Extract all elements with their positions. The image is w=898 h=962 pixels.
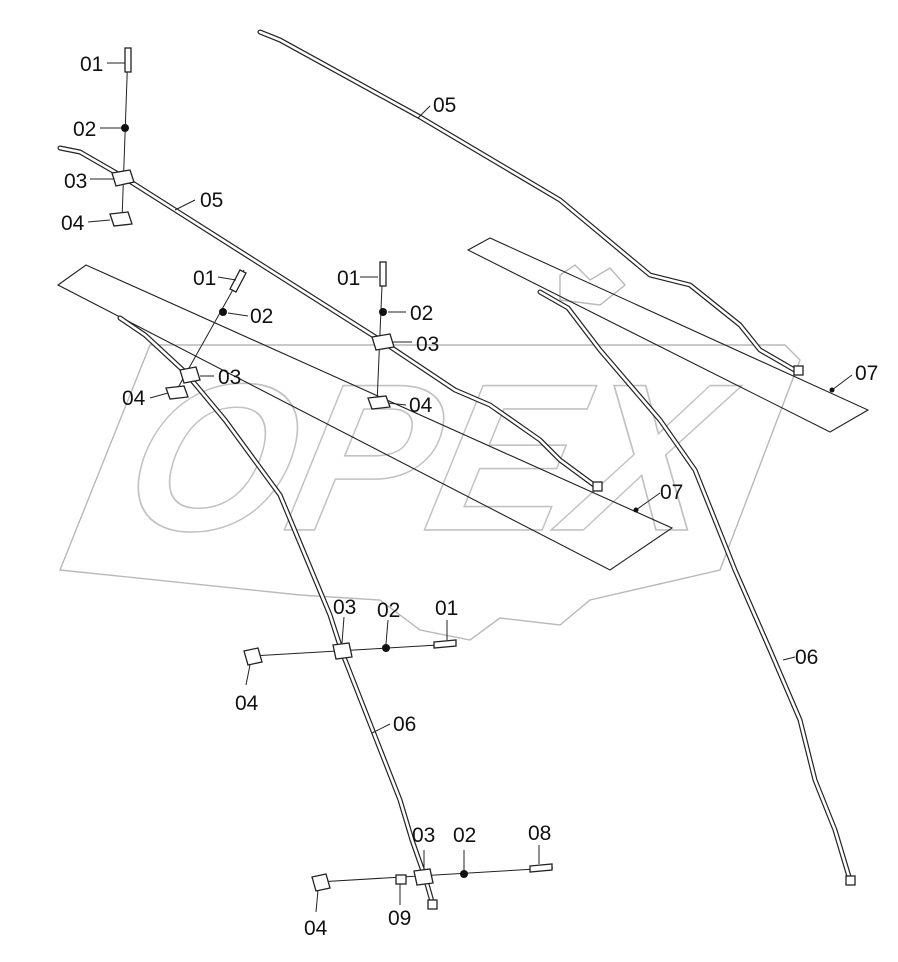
plate: [109, 211, 133, 227]
plane-right: [466, 237, 870, 433]
clamp-assembly-2: [165, 269, 247, 400]
callout-01: 01: [193, 267, 216, 290]
callout-03: 03: [412, 824, 435, 847]
plate: [367, 395, 391, 410]
callout-01: 01: [337, 267, 360, 290]
bolt: [124, 47, 132, 73]
bolt: [529, 863, 553, 873]
spacer: [395, 874, 407, 885]
callout-01: 01: [435, 597, 458, 620]
plate: [165, 385, 189, 400]
washer: [219, 308, 227, 316]
clamp-assembly-5: [311, 863, 554, 892]
plate: [243, 647, 263, 666]
pipe-06-right: [537, 289, 853, 883]
pipe-end-fitting: [592, 481, 603, 492]
callout-02: 02: [250, 305, 273, 328]
pipe-end-fitting: [793, 365, 804, 376]
clamp: [371, 333, 395, 351]
leader-lines: [87, 62, 853, 913]
callout-01: 01: [80, 53, 103, 76]
bolt: [433, 639, 457, 649]
bolt: [229, 269, 247, 293]
section-planes: [56, 237, 870, 571]
opex-watermark: OPEX: [59, 264, 801, 641]
watermark-text: OPEX: [108, 340, 753, 574]
callout-07: 07: [660, 481, 683, 504]
clamp: [332, 642, 353, 660]
callout-03: 03: [416, 333, 439, 356]
callout-04: 04: [304, 917, 328, 940]
callout-06: 06: [393, 713, 416, 736]
callout-09: 09: [388, 907, 411, 930]
callout-05: 05: [200, 189, 223, 212]
callout-04: 04: [235, 692, 259, 715]
callout-03: 03: [333, 596, 356, 619]
pipe-06-left: [117, 315, 436, 908]
callout-02: 02: [410, 302, 433, 325]
clamp: [111, 169, 135, 187]
callout-02: 02: [453, 824, 476, 847]
clamp-assembly-4: [243, 639, 457, 666]
callout-02: 02: [377, 599, 400, 622]
plate: [311, 873, 331, 892]
pipe-end-fitting: [427, 899, 438, 910]
washer: [382, 644, 390, 652]
bolt: [379, 261, 387, 287]
callout-06: 06: [795, 646, 818, 669]
callout-08: 08: [528, 822, 551, 845]
callout-03: 03: [64, 170, 87, 193]
pipe-05-upper: [257, 29, 801, 375]
washer: [460, 870, 468, 878]
pipes: [57, 29, 856, 910]
pipe-05-lower: [57, 145, 601, 491]
clamp: [413, 868, 434, 886]
callout-04: 04: [409, 394, 433, 417]
callout-labels: 01 02 03 04 05 05 01 02 03 04 01 02 03 0…: [61, 53, 878, 940]
callout-05: 05: [433, 94, 456, 117]
washer: [379, 308, 387, 316]
plane-left: [56, 264, 674, 571]
clamp-assembly-3: [367, 261, 395, 410]
washer: [121, 124, 129, 132]
callout-04: 04: [122, 387, 146, 410]
clamp: [179, 366, 201, 384]
callout-04: 04: [61, 212, 85, 235]
callout-02: 02: [73, 118, 96, 141]
clamp-assembly-1: [109, 47, 135, 227]
callout-07: 07: [855, 362, 878, 385]
callout-03: 03: [218, 366, 241, 389]
pipe-end-fitting: [845, 875, 856, 886]
